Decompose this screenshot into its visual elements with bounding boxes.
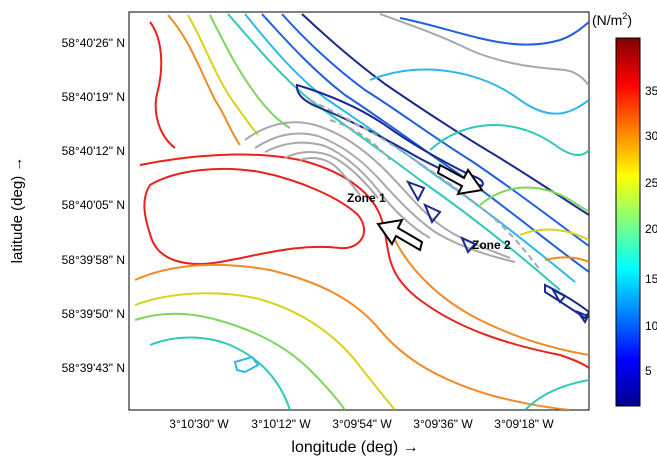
contour-line — [369, 68, 589, 115]
colorbar-gradient — [615, 37, 641, 407]
colorbar-unit-text: (N/m — [592, 12, 622, 28]
contour-line — [134, 292, 396, 410]
colorbar-tick-label: 5 — [645, 364, 652, 378]
colorbar-tick-label: 25 — [645, 176, 657, 190]
contour-line — [134, 312, 346, 410]
x-tick-label: 3°09'18" W — [494, 417, 554, 431]
contour-line — [379, 13, 589, 87]
colorbar-unit: (N/m2) — [592, 11, 632, 28]
zone-1-label: Zone 1 — [347, 191, 386, 205]
contour-line — [139, 153, 589, 369]
contour-line — [575, 309, 589, 324]
contour-line — [550, 287, 567, 304]
contour-line — [405, 180, 426, 203]
y-tick-label: 58°40'12" N — [62, 144, 125, 158]
y-axis-label: latitude (deg) → — [9, 157, 26, 264]
plot-area: Zone 1 Zone 2 — [128, 11, 590, 411]
colorbar-tick-label: 15 — [645, 272, 657, 286]
y-tick-label: 58°40'05" N — [62, 198, 125, 212]
contour-line — [143, 167, 365, 265]
x-tick-label: 3°10'12" W — [251, 417, 311, 431]
contour-line — [281, 13, 589, 247]
y-tick-label: 58°39'58" N — [62, 253, 125, 267]
contour-line — [284, 151, 379, 199]
contour-line — [149, 336, 291, 410]
contour-line — [149, 21, 176, 149]
x-axis-label: longitude (deg) → — [291, 439, 418, 456]
colorbar-tick-label: 20 — [645, 222, 657, 236]
contour-line — [429, 124, 589, 156]
colorbar-tick-label: 30 — [645, 129, 657, 143]
contour-line — [299, 157, 361, 196]
plot-frame — [128, 11, 590, 411]
contour-line — [399, 17, 589, 46]
contour-line — [167, 14, 241, 146]
contour-line — [394, 239, 589, 356]
contour-line — [233, 355, 260, 374]
contour-line — [479, 186, 589, 213]
contour-line — [187, 14, 259, 136]
y-tick-label: 58°39'43" N — [62, 361, 125, 375]
contour-line — [134, 263, 571, 410]
flow-arrow-northwest — [376, 218, 424, 252]
x-axis: 3°10'30" W 3°10'12" W 3°09'54" W 3°09'36… — [169, 417, 554, 456]
y-tick-label: 58°39'50" N — [62, 307, 125, 321]
flow-arrow-southeast — [436, 163, 484, 196]
contour-line — [209, 14, 291, 129]
x-tick-label: 3°09'54" W — [332, 417, 392, 431]
colorbar-tick-label: 10 — [645, 319, 657, 333]
contour-line — [254, 132, 516, 263]
contour-line — [227, 13, 561, 291]
x-tick-label: 3°10'30" W — [169, 417, 229, 431]
contour-line — [261, 13, 589, 273]
contour-line — [460, 236, 477, 254]
y-axis: 58°40'26" N 58°40'19" N 58°40'12" N 58°4… — [9, 36, 125, 375]
contour-line — [244, 121, 511, 259]
contour-line — [524, 379, 589, 410]
colorbar-tick-label: 35 — [645, 84, 657, 98]
zone-2-label: Zone 2 — [472, 238, 511, 252]
contour-line — [264, 141, 431, 239]
x-tick-label: 3°09'36" W — [413, 417, 473, 431]
y-tick-label: 58°40'26" N — [62, 36, 125, 50]
y-tick-label: 58°40'19" N — [62, 90, 125, 104]
contour-line — [295, 83, 484, 188]
contour-line — [519, 228, 589, 241]
contour-line — [301, 13, 589, 216]
colorbar-unit-close: ) — [627, 12, 632, 28]
colorbar: (N/m2) 35 30 25 20 15 10 5 — [592, 11, 657, 407]
contour-line — [544, 256, 589, 263]
contour-line — [423, 203, 442, 224]
colorbar-unit-superscript: 2 — [622, 11, 627, 21]
